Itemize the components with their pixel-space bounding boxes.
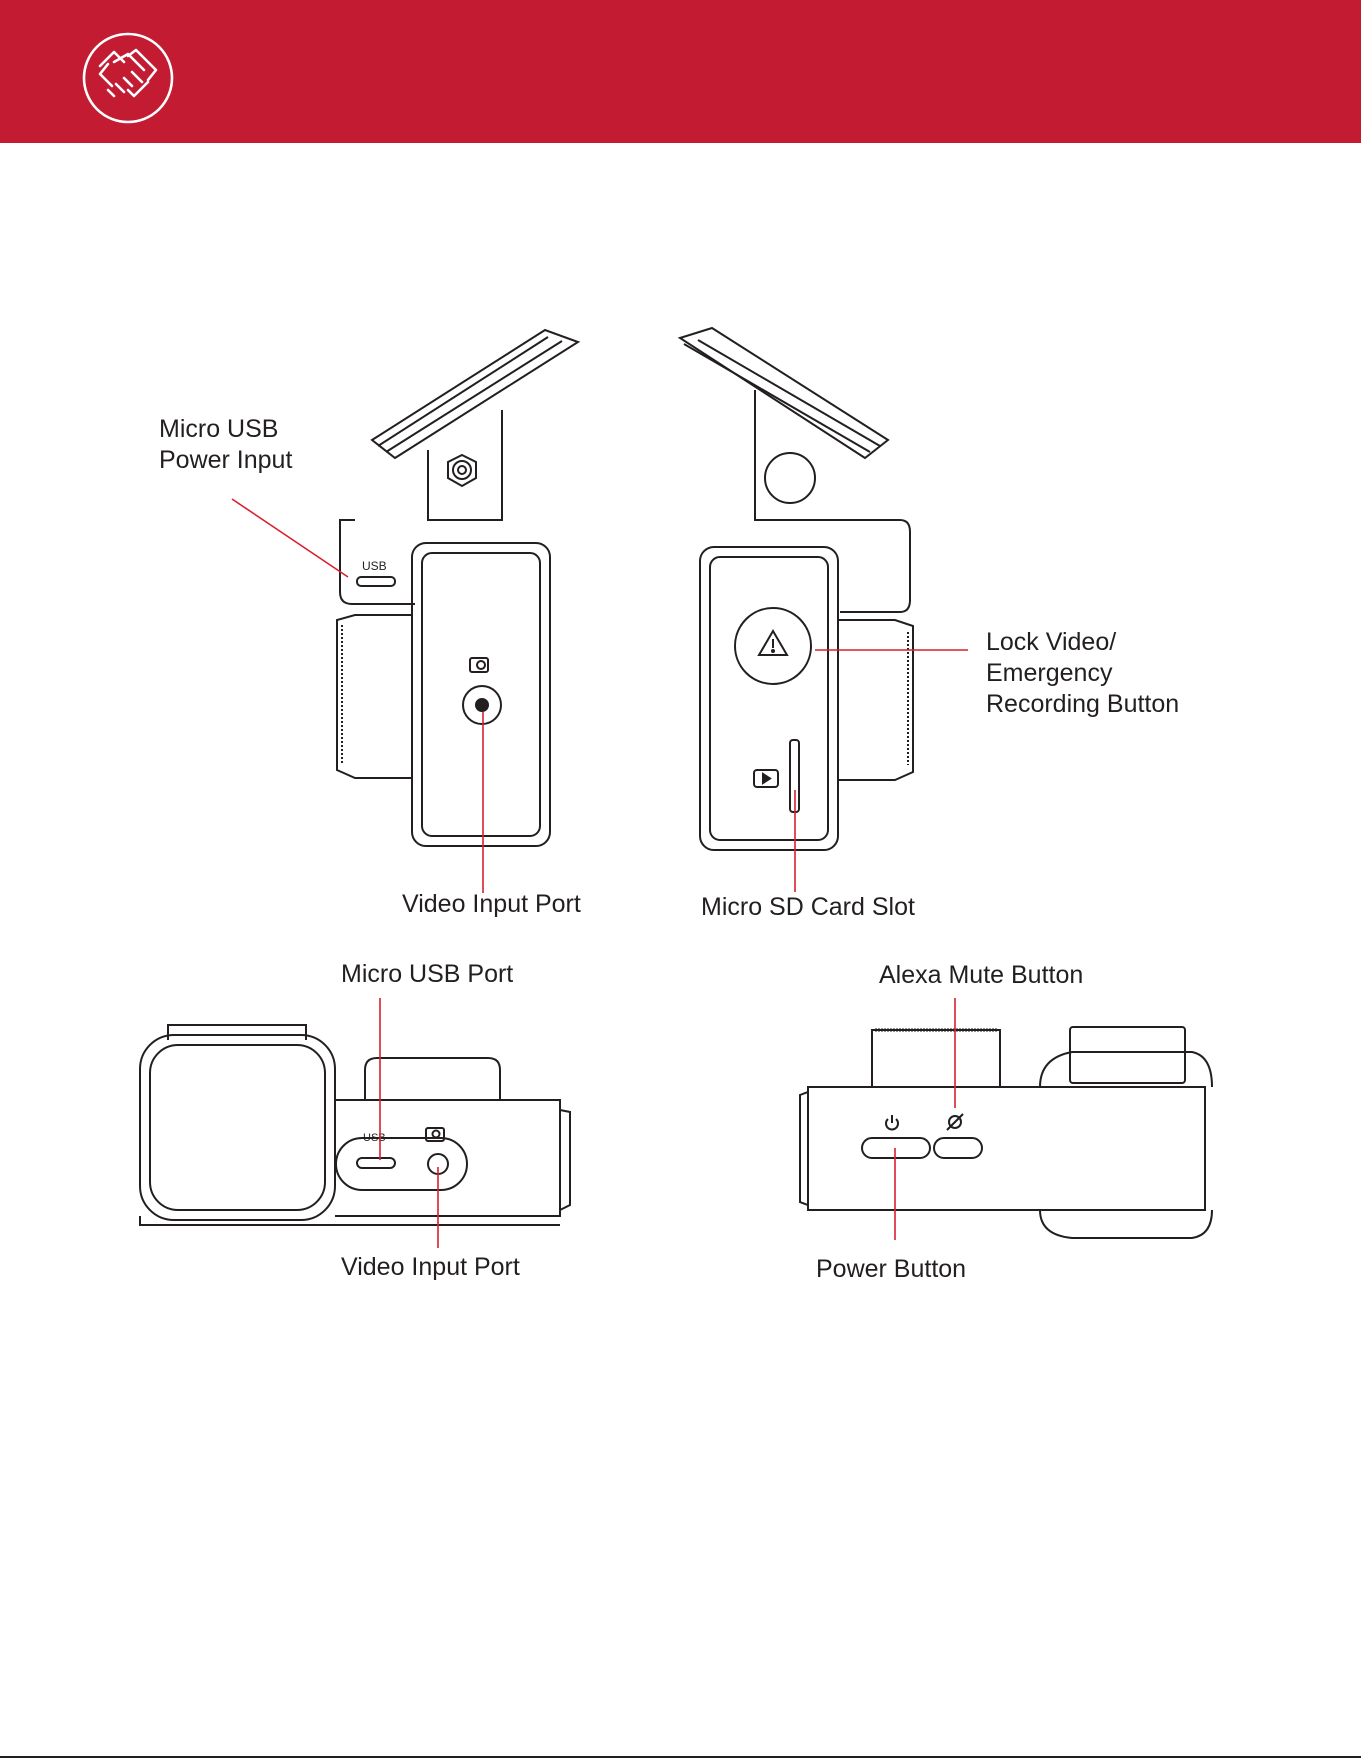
mount-pivot: [765, 453, 815, 503]
usb-label: USB: [362, 559, 387, 573]
label-micro-sd-slot: Micro SD Card Slot: [701, 892, 915, 923]
power-button: [862, 1138, 930, 1158]
label-micro-usb-port: Micro USB Port: [341, 959, 513, 990]
label-lock-video: Lock Video/ Emergency Recording Button: [986, 627, 1179, 720]
side-view-left: USB: [337, 330, 578, 846]
label-line: Recording Button: [986, 690, 1179, 718]
top-view-left: USB: [140, 1025, 570, 1225]
usb-port-outline: [357, 1158, 395, 1168]
label-micro-usb-power-input: Micro USB Power Input: [159, 414, 292, 476]
top-view-right: [800, 1027, 1212, 1238]
label-video-input-port-top: Video Input Port: [402, 889, 581, 920]
side-view-right: [680, 328, 913, 850]
label-power-button: Power Button: [816, 1254, 966, 1285]
leader-usb-power: [232, 499, 348, 577]
power-icon: [886, 1115, 898, 1129]
alexa-mute-button: [934, 1138, 982, 1158]
mute-icon: [947, 1114, 963, 1130]
label-line: Lock Video/: [986, 628, 1116, 656]
label-video-input-port-bottom: Video Input Port: [341, 1252, 520, 1283]
label-line: Emergency: [986, 659, 1112, 687]
usb-port-outline: [357, 577, 395, 586]
label-line: Power Input: [159, 446, 292, 474]
usb-label: USB: [363, 1132, 386, 1144]
label-alexa-mute-button: Alexa Mute Button: [879, 960, 1083, 991]
label-line: Micro USB: [159, 415, 278, 443]
footer-rule: [0, 1756, 1361, 1758]
